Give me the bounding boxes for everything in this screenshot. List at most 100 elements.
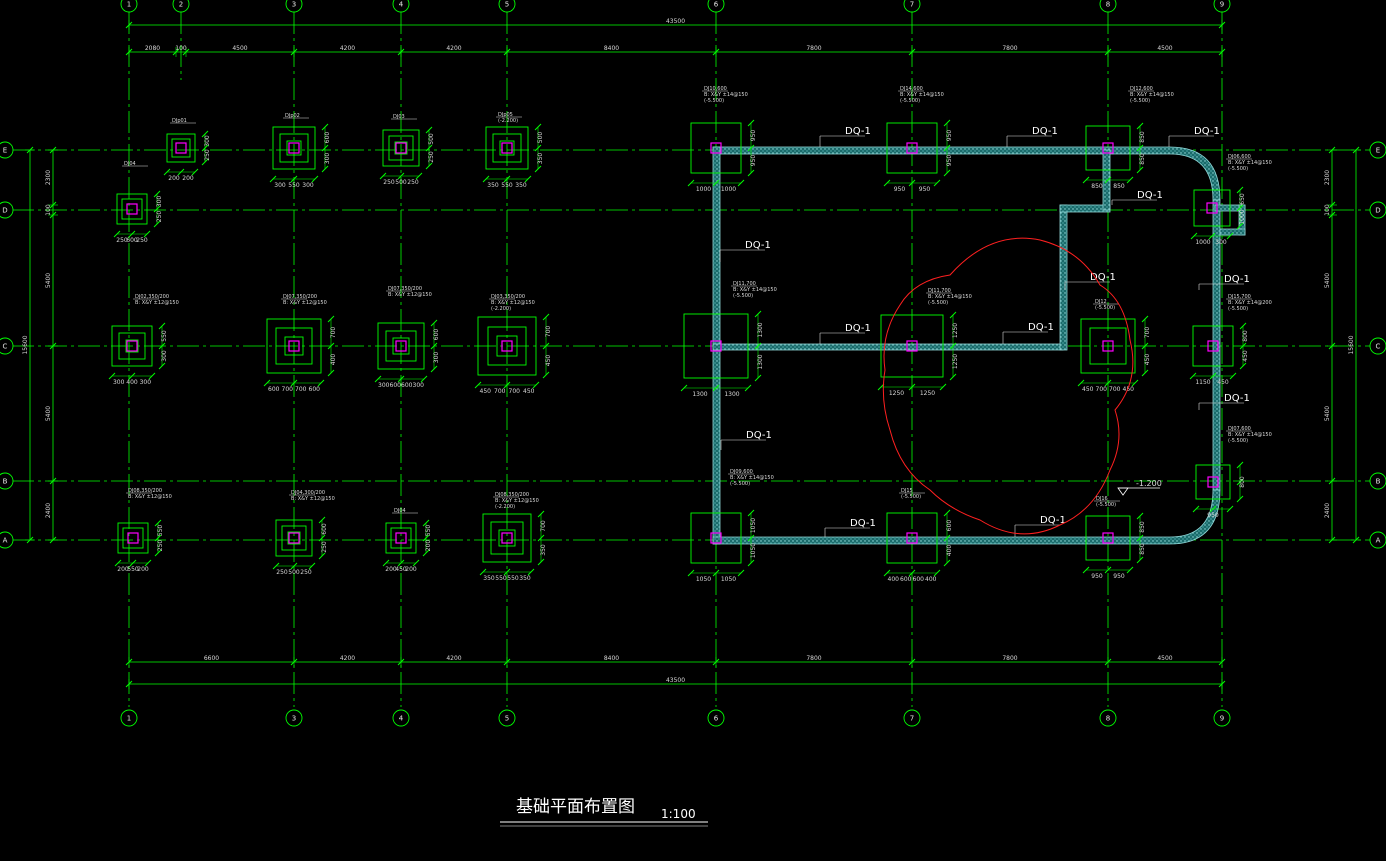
- column-stub: [1102, 532, 1114, 544]
- footing-dim: 300: [161, 350, 168, 362]
- axis-bubble-bottom-3: 3: [285, 709, 303, 727]
- footing-dim: 850: [1139, 521, 1146, 533]
- beam-label-text: DQ-1: [1028, 322, 1054, 333]
- footing-dim: 400: [946, 545, 953, 557]
- footing-label-line: (-5.500): [704, 98, 724, 104]
- axis-bubble-top-3: 3: [285, 0, 303, 13]
- footing-dim: 600: [126, 237, 138, 244]
- footing-label-line: B: X&Y ±14@150: [1228, 160, 1272, 166]
- footing-dim: 850: [1091, 183, 1103, 190]
- footing-dim: 600: [433, 329, 440, 341]
- dim-value: 2300: [45, 170, 52, 185]
- footing-dim: 550: [501, 182, 513, 189]
- dim-value: 7800: [1002, 45, 1017, 52]
- svg-text:3: 3: [292, 1, 296, 9]
- footing-dim: 450: [1082, 386, 1094, 393]
- column-stub: [906, 340, 918, 352]
- footing-dim: 300: [204, 135, 211, 147]
- footing-dim: 300: [433, 352, 440, 364]
- dim-top-total: 43500: [125, 18, 1226, 30]
- dim-value: 7800: [806, 45, 821, 52]
- axis-bubble-left-E: E: [0, 141, 14, 159]
- wall-a-bottom-curved: [712, 489, 1221, 545]
- dim-value: 2080: [145, 45, 160, 52]
- svg-text:6: 6: [714, 715, 719, 723]
- footing-dim: 1050: [696, 576, 711, 583]
- footing-label-line: B: X&Y ±12@150: [128, 494, 172, 500]
- footing-dim: 450: [523, 388, 535, 395]
- footing-dim: 400: [925, 576, 937, 583]
- footing-label-j4: DJ04: [122, 161, 148, 167]
- footing-dim: 450: [1242, 350, 1249, 362]
- footing-dim: 550: [127, 566, 139, 573]
- footing-label-line: (-2.200): [498, 118, 518, 124]
- footing-dim: 1000: [1239, 209, 1246, 224]
- footing-label-j2: DJp02: [283, 113, 309, 119]
- beam-label-text: DQ-1: [850, 518, 876, 529]
- footing-dim: 600: [324, 132, 331, 144]
- footing-dim: 350: [515, 182, 527, 189]
- footing-label-line: B: X&Y ±14@150: [1228, 432, 1272, 438]
- footing-label-line: DJ07,350/200: [283, 294, 317, 300]
- axis-bubble-top-5: 5: [498, 0, 516, 13]
- footing-dim: 800: [1239, 476, 1246, 488]
- footing-label-line: B: X&Y ±14@150: [704, 92, 748, 98]
- footing-dim: 1050: [750, 543, 757, 558]
- column-stub: [126, 340, 138, 352]
- footing-dim: 400: [888, 576, 900, 583]
- footing-dim: 1250: [952, 323, 959, 338]
- dim-value: 7800: [1002, 655, 1017, 662]
- dim-left-total: 15600: [22, 146, 35, 544]
- footing-dim: 600: [401, 382, 413, 389]
- footing-dim: 250: [204, 149, 211, 161]
- footing-label-line: (-5.500): [1228, 438, 1248, 444]
- axis-bubble-top-1: 1: [120, 0, 138, 13]
- dim-right-total: 15600: [1348, 146, 1361, 544]
- footing-dim: 850: [1139, 131, 1146, 143]
- svg-text:A: A: [3, 537, 8, 545]
- beam-label-text: DQ-1: [1032, 126, 1058, 137]
- svg-text:6: 6: [714, 1, 719, 9]
- column-stub: [175, 142, 187, 154]
- beam-label-text: DQ-1: [1224, 274, 1250, 285]
- dim-value: 4200: [446, 655, 461, 662]
- beam-label-dq1: DQ-1: [1006, 126, 1058, 147]
- svg-text:B: B: [3, 478, 8, 486]
- column-stub: [710, 142, 722, 154]
- footing-dim: 950: [946, 130, 953, 142]
- footing-label-line: DJ12: [1095, 299, 1107, 305]
- footing-dim: 700: [295, 386, 307, 393]
- footing-dim: 200: [405, 566, 417, 573]
- footing-dim: 400: [126, 379, 138, 386]
- footing-label-line: DJ14,600: [900, 86, 923, 92]
- footing-dim: 700: [282, 386, 294, 393]
- beam-label-dq1: DQ-1: [1014, 515, 1066, 537]
- footing-dim: 300: [302, 182, 314, 189]
- footing-label-line: DJp02: [285, 113, 300, 119]
- axis-bubble-left-B: B: [0, 472, 14, 490]
- footing-dim: 1000: [721, 186, 736, 193]
- column-stub: [501, 532, 513, 544]
- dim-value: 8400: [604, 655, 619, 662]
- beam-label-dq1: DQ-1: [824, 518, 876, 537]
- footing-dim: 300: [378, 382, 390, 389]
- footing-label-line: (-2.200): [495, 504, 515, 510]
- axis-bubble-top-2: 2: [172, 0, 190, 13]
- svg-text:7: 7: [910, 715, 914, 723]
- footing-dim: 550: [507, 575, 519, 582]
- footing-dim: 1300: [724, 391, 739, 398]
- svg-text:E: E: [1376, 147, 1380, 155]
- column-stub: [127, 532, 139, 544]
- column-stub: [288, 142, 300, 154]
- footing-label-line: (-5.500): [1228, 306, 1248, 312]
- beam-label-dq1: DQ-1: [1198, 274, 1250, 290]
- beam-label-dq1: DQ-1: [1198, 393, 1250, 410]
